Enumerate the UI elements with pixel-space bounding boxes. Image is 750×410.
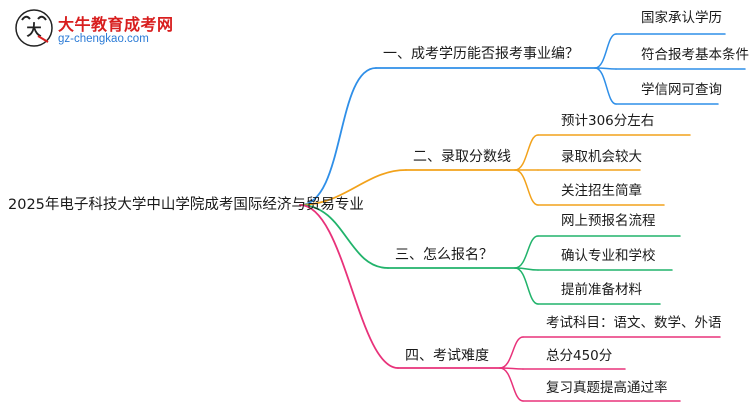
link-branch-1-leaf-3 <box>594 67 617 105</box>
leaf-topic-4-1: 考试科目：语文、数学、外语 <box>546 315 722 331</box>
link-root-branch-4 <box>299 204 399 369</box>
link-branch-4-leaf-1 <box>499 336 524 369</box>
branch-topic-2: 二、录取分数线 <box>413 149 511 165</box>
link-branch-1-leaf-1 <box>594 33 617 69</box>
leaf-topic-4-3: 复习真题提高通过率 <box>546 380 668 396</box>
link-branch-4-leaf-3 <box>499 367 524 402</box>
leaf-topic-3-2: 确认专业和学校 <box>561 248 656 264</box>
link-branch-2-leaf-3 <box>514 169 539 206</box>
link-root-branch-2 <box>299 169 407 206</box>
link-root-branch-3 <box>299 204 389 269</box>
leaf-topic-2-3: 关注招生简章 <box>561 183 642 199</box>
leaf-topic-3-3: 提前准备材料 <box>561 282 642 298</box>
root-topic: 2025年电子科技大学中山学院成考国际经济与贸易专业 <box>8 197 364 213</box>
bull-head-icon: 大 <box>15 9 53 47</box>
leaf-topic-1-3: 学信网可查询 <box>641 82 722 98</box>
leaf-topic-1-1: 国家承认学历 <box>641 10 722 26</box>
link-branch-2-leaf-1 <box>514 134 539 171</box>
leaf-topic-1-2: 符合报考基本条件 <box>641 47 749 63</box>
svg-text:大: 大 <box>26 21 41 39</box>
logo-title: 大牛教育成考网 <box>58 15 174 34</box>
link-branch-3-leaf-3 <box>514 267 539 305</box>
leaf-topic-3-1: 网上预报名流程 <box>561 213 656 229</box>
branch-topic-3: 三、怎么报名？ <box>395 247 493 263</box>
leaf-topic-2-2: 录取机会较大 <box>561 149 642 165</box>
logo-url: gz-chengkao.com <box>58 33 149 45</box>
leaf-topic-4-2: 总分450分 <box>546 348 613 364</box>
link-branch-3-leaf-1 <box>514 235 539 269</box>
site-logo[interactable]: 大 大牛教育成考网 gz-chengkao.com <box>14 6 254 52</box>
branch-topic-1: 一、成考学历能否报考事业编？ <box>383 46 579 62</box>
leaf-topic-2-1: 预计306分左右 <box>561 113 655 129</box>
link-root-branch-1 <box>299 67 377 206</box>
branch-topic-4: 四、考试难度 <box>405 348 489 364</box>
